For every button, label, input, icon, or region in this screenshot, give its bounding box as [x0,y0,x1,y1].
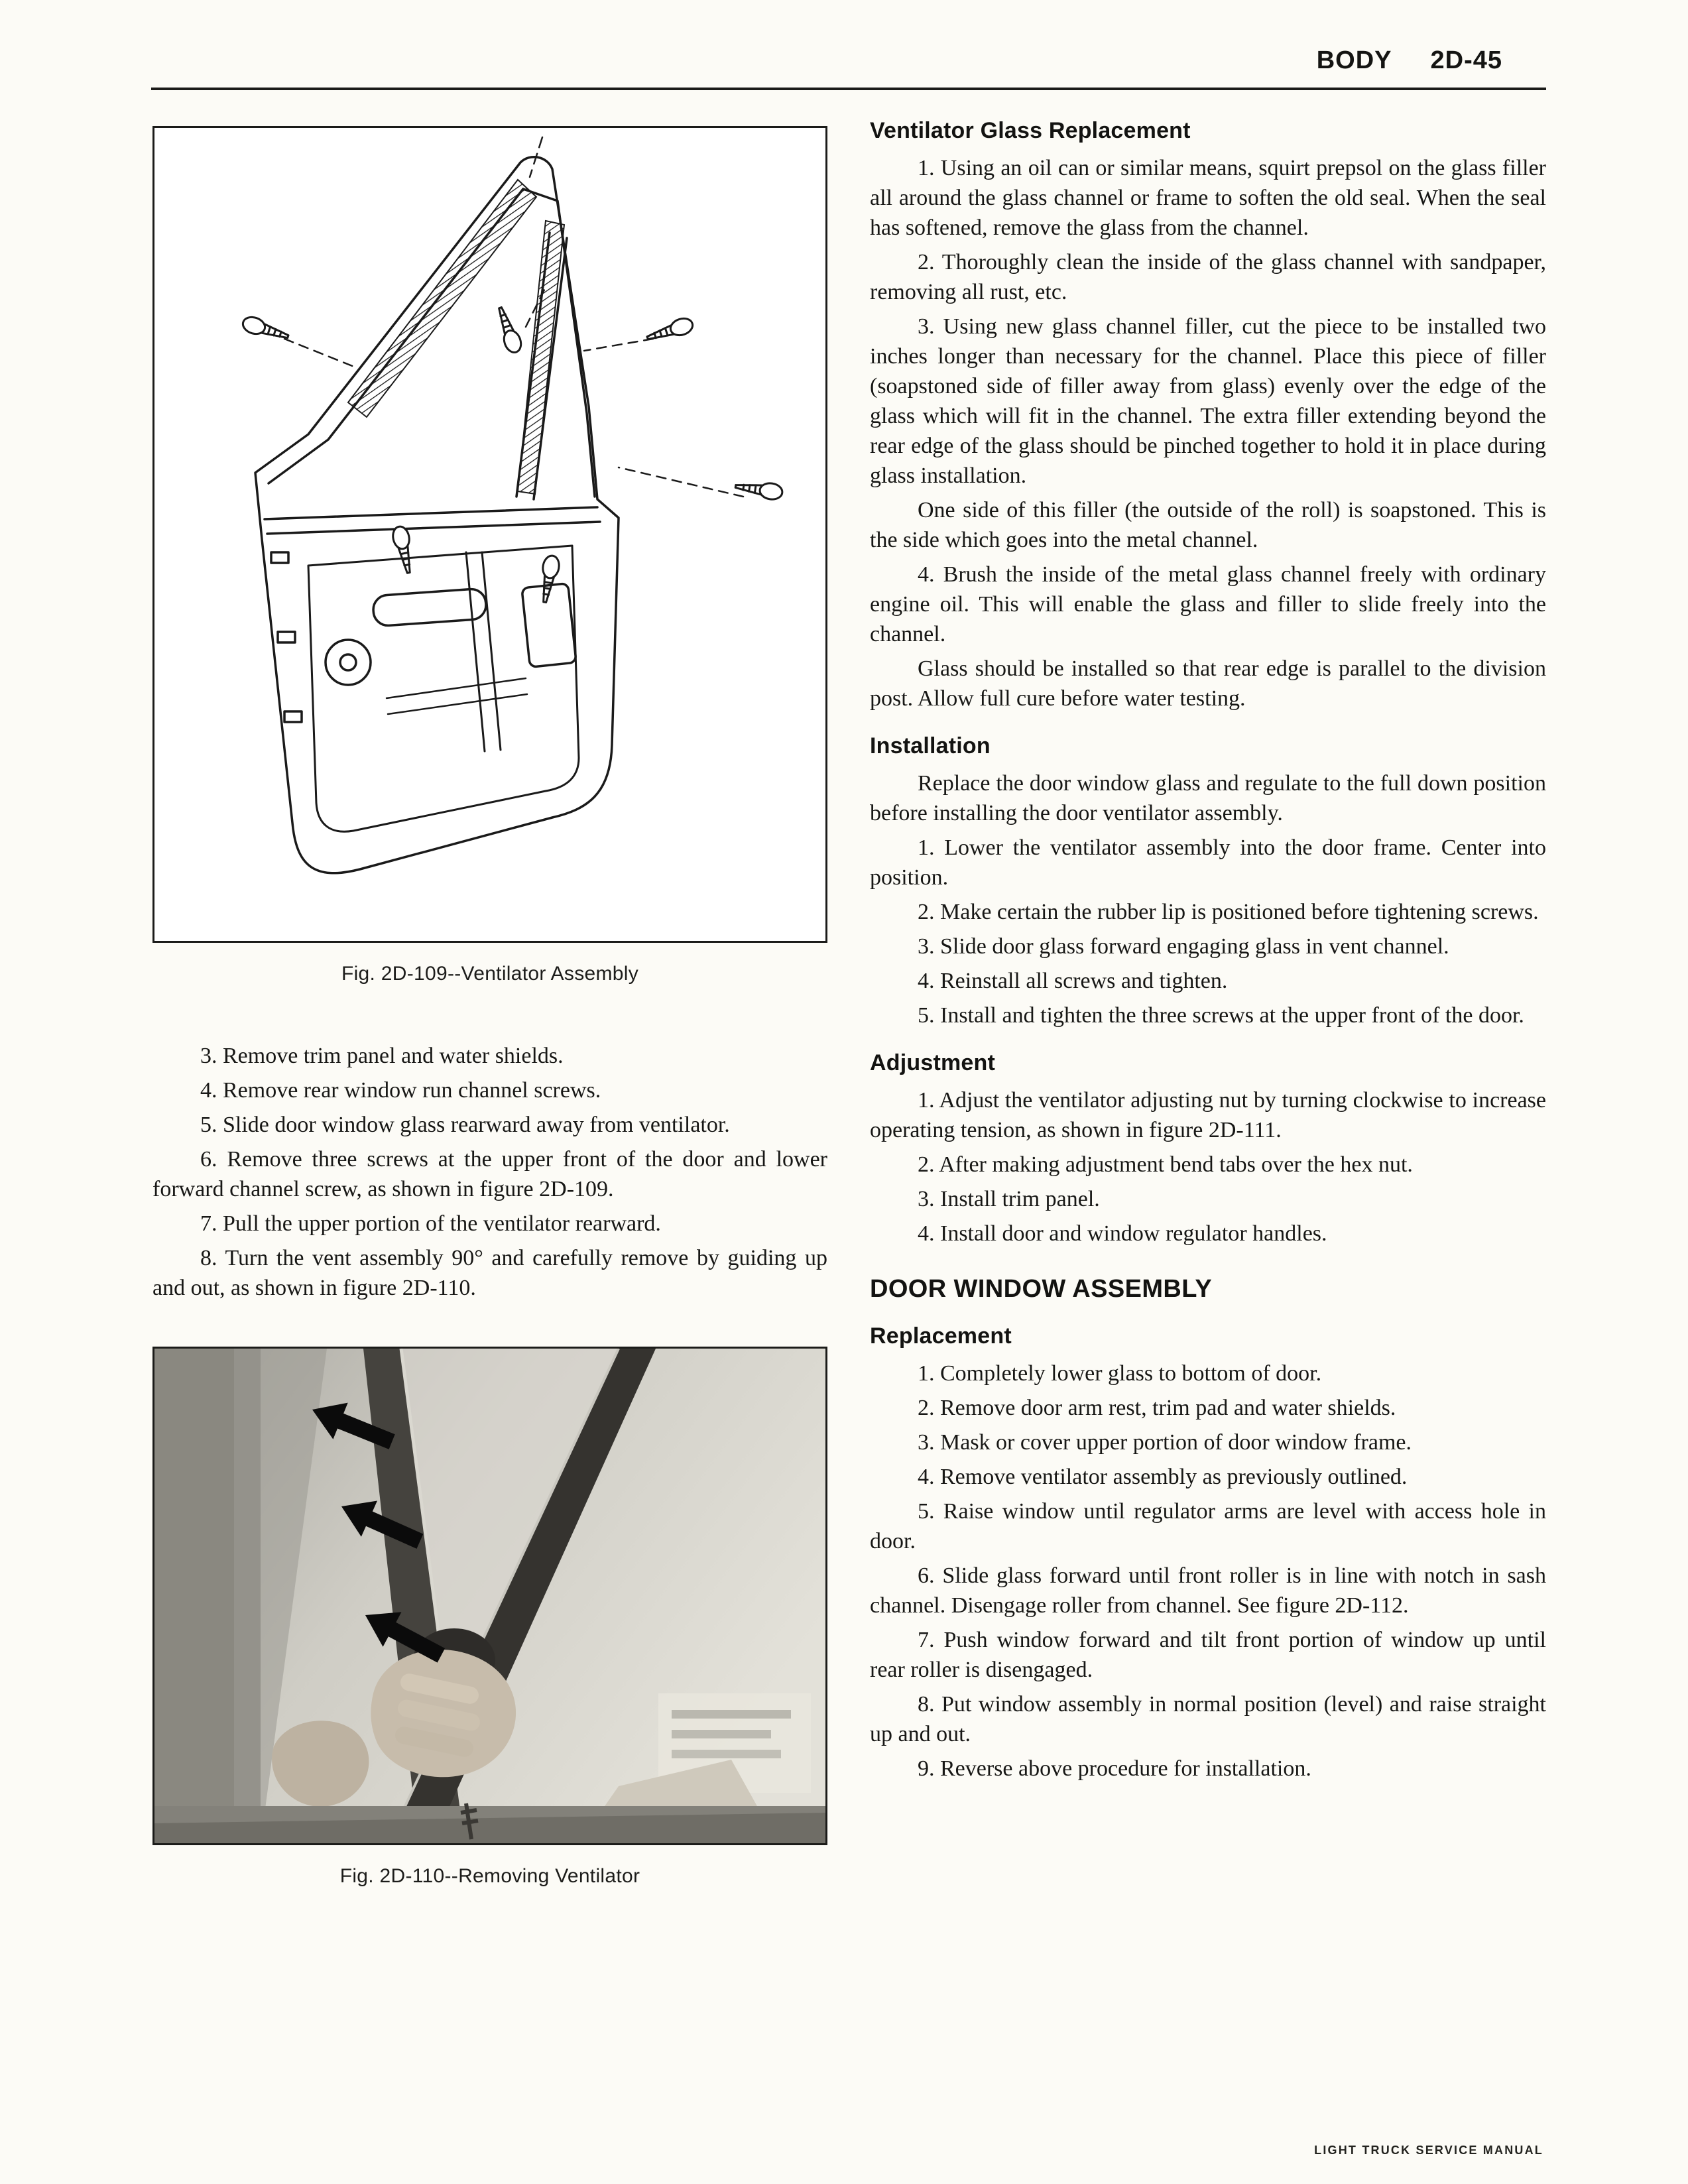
body-paragraph: 2. After making adjustment bend tabs ove… [918,1152,1413,1177]
body-paragraph: 1. Lower the ventilator assembly into th… [870,835,1546,890]
figure-2d-109-caption: Fig. 2D-109--Ventilator Assembly [341,963,639,985]
heading-door-window-assembly: DOOR WINDOW ASSEMBLY [870,1275,1213,1303]
body-paragraph: 7. Push window forward and tilt front po… [870,1628,1546,1682]
body-paragraph: 4. Remove rear window run channel screws… [200,1078,601,1103]
heading-adjustment: Adjustment [870,1050,995,1075]
direction-arrow-icon [312,1402,446,1663]
body-paragraph: 8. Turn the vent assembly 90° and carefu… [152,1246,827,1300]
footer-text: LIGHT TRUCK SERVICE MANUAL [1314,2144,1543,2157]
figure-2d-110 [152,1347,827,1845]
body-paragraph: 1. Completely lower glass to bottom of d… [918,1361,1322,1386]
body-paragraph: 4. Install door and window regulator han… [918,1221,1327,1246]
left-column: Fig. 2D-109--Ventilator Assembly 3. Remo… [152,126,827,1888]
body-paragraph: 7. Pull the upper portion of the ventila… [200,1211,661,1236]
heading-installation: Installation [870,733,991,758]
body-paragraph: 6. Remove three screws at the upper fron… [152,1147,827,1201]
body-paragraph: 9. Reverse above procedure for installat… [918,1756,1311,1781]
body-paragraph: 2. Remove door arm rest, trim pad and wa… [918,1396,1396,1420]
page-number: 2D-45 [1430,46,1502,74]
body-paragraph: 3. Using new glass channel filler, cut t… [870,314,1546,488]
body-paragraph: 1. Adjust the ventilator adjusting nut b… [870,1088,1546,1142]
body-paragraph: 3. Mask or cover upper portion of door w… [918,1430,1412,1455]
body-paragraph: 5. Install and tighten the three screws … [918,1003,1524,1028]
section-label: BODY [1316,46,1392,74]
right-column: Ventilator Glass Replacement 1. Using an… [870,118,1546,1788]
heading-ventilator-glass-replacement: Ventilator Glass Replacement [870,118,1191,143]
body-paragraph: 2. Thoroughly clean the inside of the gl… [870,250,1546,304]
body-paragraph: 3. Remove trim panel and water shields. [200,1044,564,1068]
body-paragraph: 4. Remove ventilator assembly as previou… [918,1465,1408,1489]
body-paragraph: 4. Reinstall all screws and tighten. [918,969,1228,993]
body-paragraph: 8. Put window assembly in normal positio… [870,1692,1546,1746]
figure-2d-110-caption: Fig. 2D-110--Removing Ventilator [339,1865,640,1887]
body-paragraph: One side of this filler (the outside of … [870,498,1546,552]
body-paragraph: 2. Make certain the rubber lip is positi… [918,900,1539,924]
body-paragraph: 5. Raise window until regulator arms are… [870,1499,1546,1553]
body-paragraph: 1. Using an oil can or similar means, sq… [870,156,1546,240]
heading-replacement: Replacement [870,1323,1012,1349]
body-paragraph: 4. Brush the inside of the metal glass c… [870,562,1546,646]
figure-2d-109 [152,126,827,943]
body-paragraph: Glass should be installed so that rear e… [870,656,1546,711]
page-header: BODY 2D-45 [152,46,1502,75]
body-paragraph: 5. Slide door window glass rearward away… [200,1113,730,1137]
removal-steps: 3. Remove trim panel and water shields. … [152,1041,827,1303]
header-rule [151,88,1546,90]
body-paragraph: Replace the door window glass and regula… [870,771,1546,825]
body-paragraph: 6. Slide glass forward until front rolle… [870,1563,1546,1618]
ventilator-assembly-drawing [154,128,825,941]
removing-ventilator-photo [154,1349,825,1843]
body-paragraph: 3. Slide door glass forward engaging gla… [918,934,1449,959]
body-paragraph: 3. Install trim panel. [918,1187,1100,1211]
